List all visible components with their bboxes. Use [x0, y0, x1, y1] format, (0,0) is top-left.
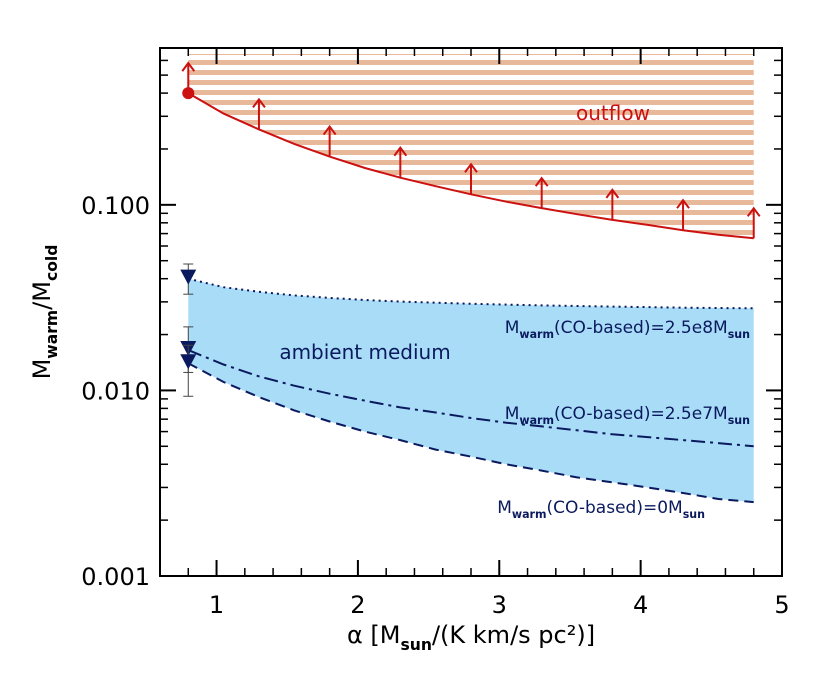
- x-tick-label: 5: [774, 591, 789, 619]
- lower-limit-arrows: [181, 61, 761, 239]
- axes: [159, 47, 783, 577]
- x-axis-label: α [Msun/(K km/s pc²)]: [347, 621, 595, 654]
- x-tick-label: 3: [492, 591, 507, 619]
- arrow-up-icon: [393, 146, 408, 178]
- arrow-up-icon: [676, 198, 690, 231]
- axis-labels: α [Msun/(K km/s pc²)] Mwarm/Mcold: [28, 245, 595, 655]
- outflow-curve: [187, 92, 754, 240]
- series-lines: [187, 92, 754, 504]
- y-tick-label: 0.010: [81, 377, 150, 405]
- data-point-triangle: [180, 269, 197, 285]
- tick-labels: 1 2 3 4 5 0.001 0.010 0.100: [81, 192, 789, 619]
- co-0-label: Mwarm(CO-based)=0Msun: [497, 498, 705, 521]
- arrow-head: [746, 206, 761, 217]
- y-tick-label: 0.100: [81, 192, 150, 220]
- co-2.5e8-label: Mwarm(CO-based)=2.5e8Msun: [505, 318, 750, 341]
- arrow-up-icon: [534, 176, 549, 209]
- arrow-head: [605, 188, 620, 199]
- arrow-up-icon: [252, 97, 266, 130]
- arrow-up-icon: [746, 206, 761, 239]
- arrow-head: [534, 176, 549, 187]
- arrow-head: [676, 198, 690, 209]
- arrow-head: [322, 124, 337, 136]
- arrow-head: [181, 61, 196, 72]
- arrow-up-icon: [605, 188, 620, 220]
- data-points: [180, 87, 197, 397]
- x-tick-label: 2: [350, 591, 365, 619]
- co-2.5e7-label: Mwarm(CO-based)=2.5e7Msun: [505, 404, 750, 427]
- arrow-up-icon: [464, 162, 478, 195]
- co-2.5e7-curve: [187, 349, 754, 448]
- ambient-medium-region: [188, 278, 754, 503]
- arrow-head: [393, 146, 408, 157]
- arrow-head: [252, 97, 266, 108]
- ambient-medium-label: ambient medium: [279, 340, 450, 364]
- y-tick-label: 0.001: [81, 563, 150, 591]
- outflow-label: outflow: [576, 101, 650, 125]
- arrow-head: [464, 162, 478, 173]
- outflow-region: [188, 53, 754, 239]
- co-0-curve: [187, 362, 754, 504]
- data-point-circle: [182, 87, 195, 100]
- x-tick-label: 1: [209, 591, 224, 619]
- outflow-hatch-fill: [188, 53, 754, 239]
- data-point-triangle: [180, 354, 197, 370]
- ambient-fill: [188, 278, 754, 503]
- x-tick-label: 4: [633, 591, 648, 619]
- arrow-up-icon: [322, 124, 337, 157]
- y-axis-label: Mwarm/Mcold: [28, 245, 61, 380]
